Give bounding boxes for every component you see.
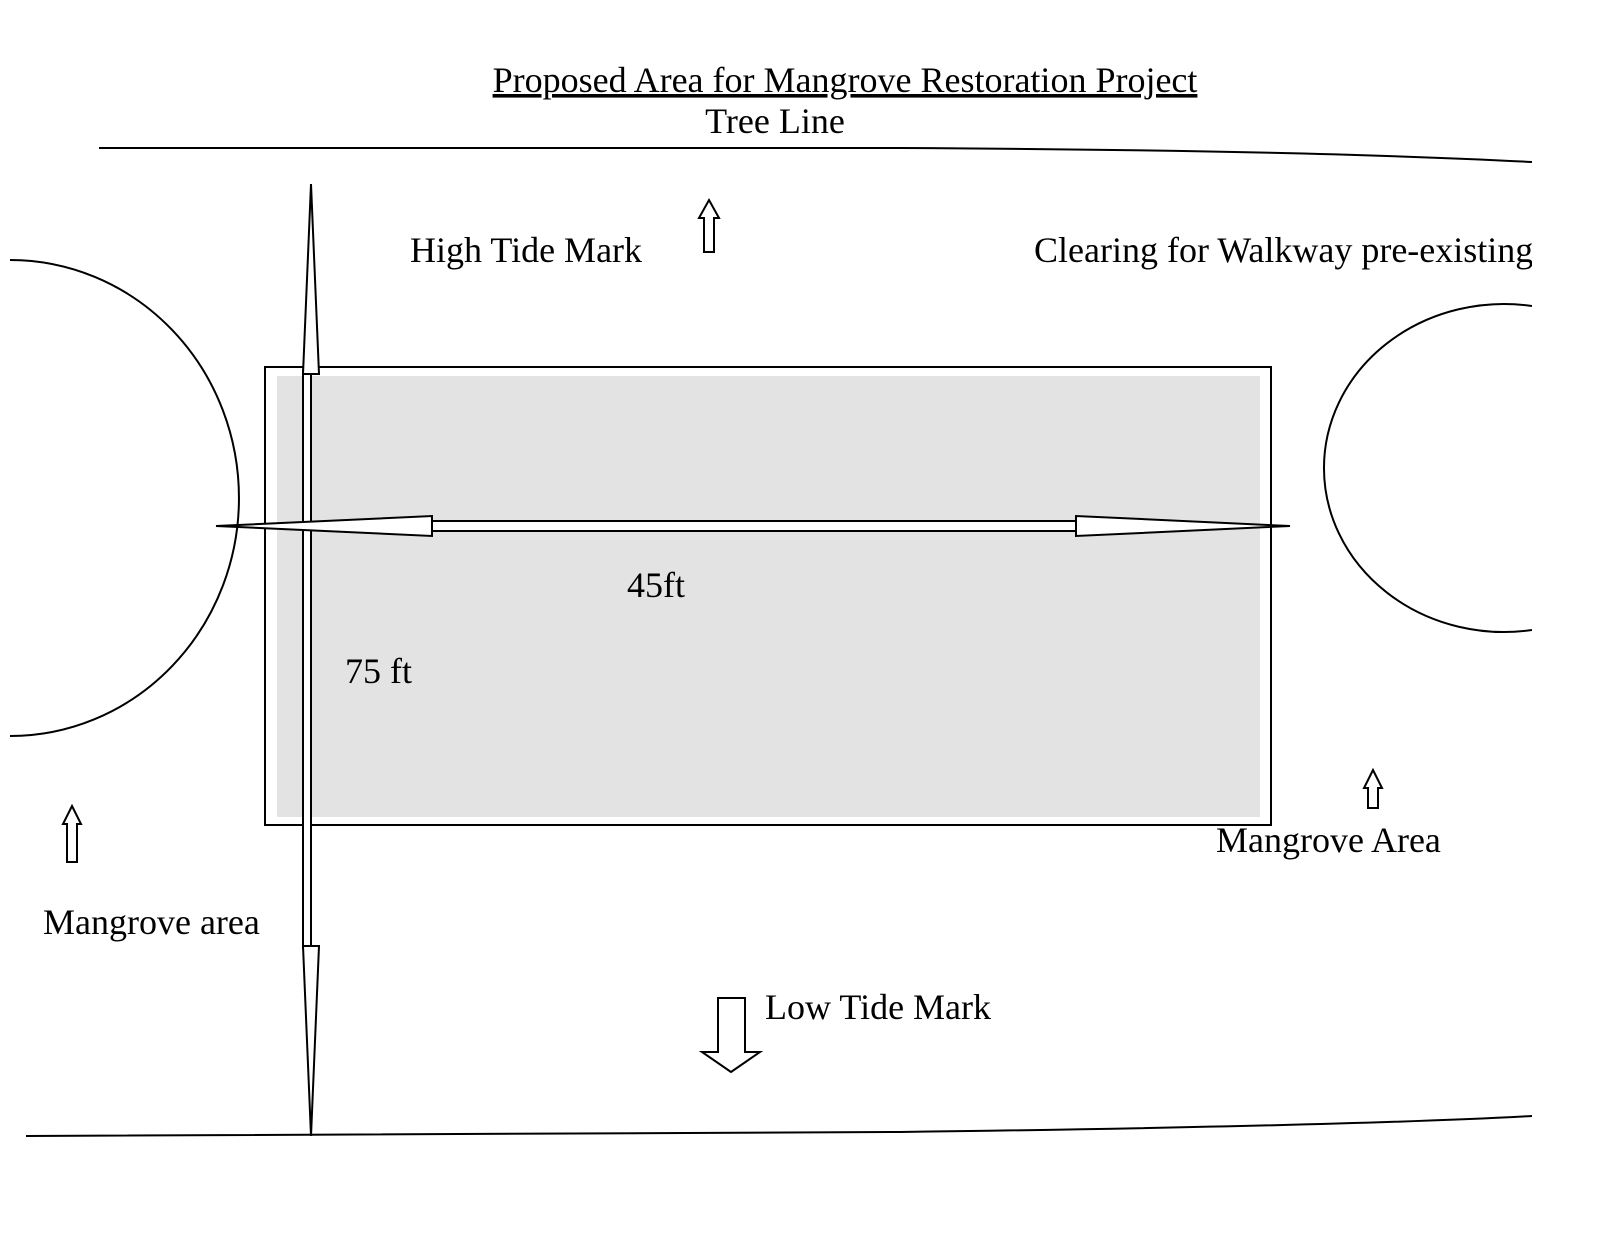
width-dimension-arrow xyxy=(215,514,1291,538)
tree-line-label: Tree Line xyxy=(705,101,845,141)
down-arrow-icon xyxy=(698,997,764,1074)
width-dimension-label: 45ft xyxy=(627,565,685,605)
up-arrow-icon xyxy=(697,197,721,253)
mangrove-area-left-boundary xyxy=(9,259,240,737)
clearing-label: Clearing for Walkway pre-existing xyxy=(1034,230,1533,270)
length-dimension-label: 75 ft xyxy=(345,651,412,691)
up-arrow-icon xyxy=(61,803,83,863)
mangrove-area-left-label: Mangrove area xyxy=(43,902,260,942)
mangrove-area-right-label: Mangrove Area xyxy=(1216,820,1441,860)
high-tide-label: High Tide Mark xyxy=(410,230,642,270)
mangrove-area-right-boundary xyxy=(1322,303,1532,633)
length-dimension-arrow xyxy=(301,183,321,1137)
up-arrow-icon xyxy=(1362,767,1384,809)
diagram-title: Proposed Area for Mangrove Restoration P… xyxy=(493,60,1198,100)
low-tide-label: Low Tide Mark xyxy=(765,987,991,1027)
restoration-area xyxy=(277,376,1260,817)
low-tide-line xyxy=(25,1115,1532,1137)
tree-line xyxy=(99,147,1532,163)
